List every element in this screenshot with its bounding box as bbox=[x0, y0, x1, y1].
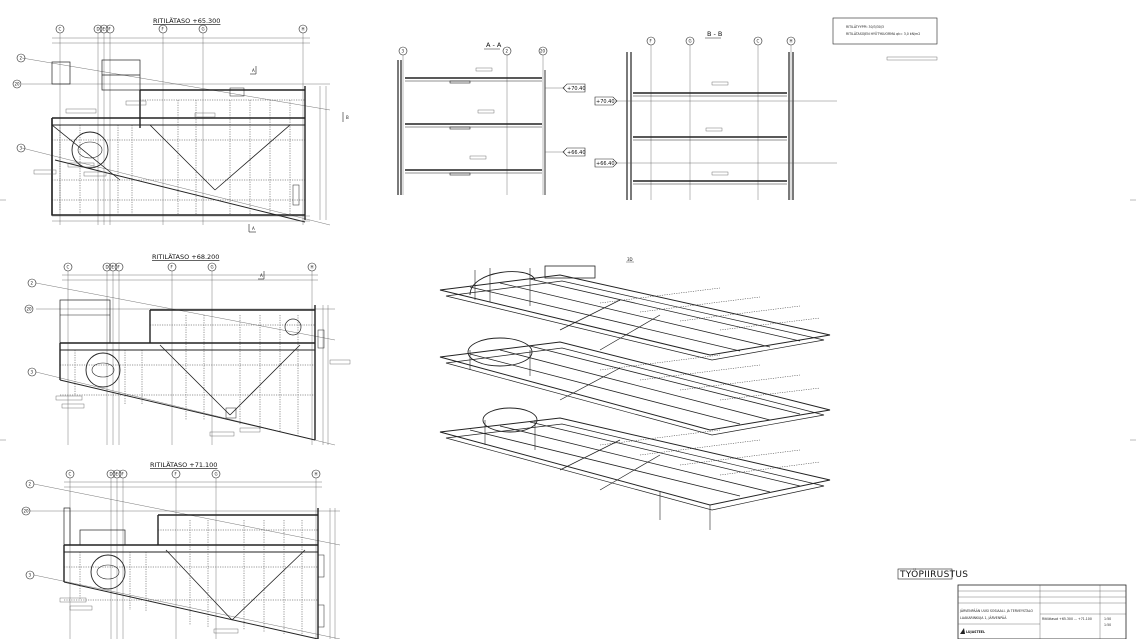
svg-text:TYÖPIIRUSTUS: TYÖPIIRUSTUS bbox=[899, 569, 968, 580]
level-tag-b-bottom: +66.40 bbox=[594, 158, 618, 168]
svg-text:3: 3 bbox=[29, 573, 32, 578]
grid-bubble-2: 2 bbox=[20, 56, 23, 61]
svg-text:2: 2 bbox=[506, 49, 509, 54]
svg-text:20: 20 bbox=[540, 49, 546, 54]
plan-view-2: RITILÄTASO +68.200 C D E F F G H bbox=[24, 252, 351, 446]
svg-text:F: F bbox=[171, 265, 174, 270]
svg-text:RITILÄTASOJEN HYÖTYKUORMA qk=: RITILÄTASOJEN HYÖTYKUORMA qk= 3,0 kN/m2 bbox=[846, 31, 920, 36]
scale-a: 1:50 bbox=[1104, 617, 1111, 621]
isometric-3d-view: 3D bbox=[439, 257, 831, 530]
plan-3-grid-lines: C D E F F G H 2 20 3 bbox=[21, 469, 341, 639]
svg-text:2: 2 bbox=[31, 281, 34, 286]
svg-text:F: F bbox=[118, 265, 121, 270]
svg-text:+70.40: +70.40 bbox=[596, 99, 615, 105]
svg-text:D: D bbox=[106, 265, 109, 270]
plan-title-1: RITILÄTASO +65.300 bbox=[153, 16, 220, 25]
svg-text:G: G bbox=[211, 265, 214, 270]
plan-view-3: RITILÄTASO +71.100 C D E F F G H bbox=[21, 460, 341, 639]
svg-text:E: E bbox=[116, 472, 119, 477]
svg-text:E: E bbox=[112, 265, 115, 270]
section-view-b-b: B - B F G C H +70.40 +66.40 bbox=[594, 30, 837, 200]
svg-text:20: 20 bbox=[24, 509, 30, 514]
grid-bubble-20: 20 bbox=[15, 82, 21, 87]
work-drawing-stamp: TYÖPIIRUSTUS bbox=[897, 568, 968, 580]
level-2-frame-3d bbox=[439, 337, 831, 436]
drawing-name: Ritilätasot +65.300 ... +71.100 bbox=[1042, 617, 1092, 621]
svg-text:H: H bbox=[315, 472, 318, 477]
svg-text:D: D bbox=[110, 472, 113, 477]
svg-text:G: G bbox=[689, 39, 692, 44]
level-1-frame-3d bbox=[439, 265, 831, 361]
svg-text:3: 3 bbox=[402, 49, 405, 54]
section-title-b-b: B - B bbox=[707, 30, 722, 38]
svg-text:G: G bbox=[215, 472, 218, 477]
plan-1-grid-lines: C D E F F G H 2 20 3 bbox=[12, 24, 331, 226]
grid-bubble-f: F bbox=[162, 27, 165, 32]
section-view-a-a: A - A 3 2 20 +70.40 +66.40 bbox=[397, 41, 586, 195]
section-mark-a-plan2: A bbox=[258, 271, 265, 280]
svg-text:F: F bbox=[650, 39, 653, 44]
section-mark-a-top: A bbox=[250, 66, 257, 75]
scale-b: 1:50 bbox=[1104, 623, 1111, 627]
note-box: RITILÄTYYPPI: 30/3/30/3 RITILÄTASOJEN HY… bbox=[832, 17, 938, 61]
level-3-frame-3d bbox=[439, 407, 831, 530]
svg-text:H: H bbox=[311, 265, 314, 270]
level-tag-a-bottom: +66.40 bbox=[562, 147, 586, 157]
svg-text:3: 3 bbox=[31, 370, 34, 375]
plan-view-1: RITILÄTASO +65.300 C D E F F G H bbox=[12, 16, 349, 233]
svg-text:C: C bbox=[67, 265, 70, 270]
company-logo-icon bbox=[960, 628, 965, 634]
grid-bubble-d: D bbox=[97, 27, 100, 32]
svg-text:+70.40: +70.40 bbox=[567, 86, 586, 92]
plan-title-3: RITILÄTASO +71.100 bbox=[150, 460, 217, 469]
grid-bubble-e: E bbox=[103, 27, 106, 32]
section-mark-a-bottom: A bbox=[248, 224, 256, 233]
grid-bubble-f-left: F bbox=[109, 27, 112, 32]
plan-2-grid-lines: C D E F F G H 2 20 3 bbox=[24, 262, 336, 446]
grid-bubble-g: G bbox=[202, 27, 205, 32]
grid-bubble-3: 3 bbox=[20, 146, 23, 151]
svg-text:A: A bbox=[252, 68, 255, 73]
plan-1-structure bbox=[51, 59, 306, 223]
project-address: LAAKARINKUJA 1, JÄRVENPÄÄ bbox=[960, 615, 1007, 620]
grid-bubble-c: C bbox=[59, 27, 62, 32]
view-3d-label: 3D bbox=[627, 257, 633, 262]
project-name: JÄRVENPÄÄN UUSI SOSIAALI- JA TERVEYSTALO bbox=[959, 608, 1033, 613]
svg-text:2: 2 bbox=[29, 482, 32, 487]
svg-text:A: A bbox=[260, 273, 263, 278]
plan-title-2: RITILÄTASO +68.200 bbox=[152, 252, 219, 261]
title-block: JÄRVENPÄÄN UUSI SOSIAALI- JA TERVEYSTALO… bbox=[957, 584, 1127, 639]
plan-3-structure bbox=[63, 507, 325, 639]
level-tag-b-top: +70.40 bbox=[594, 96, 618, 106]
svg-text:RITILÄTYYPPI: 30/3/30/3: RITILÄTYYPPI: 30/3/30/3 bbox=[846, 24, 884, 29]
svg-text:C: C bbox=[69, 472, 72, 477]
section-mark-b: B bbox=[342, 112, 349, 122]
svg-text:B: B bbox=[346, 115, 349, 120]
svg-text:C: C bbox=[757, 39, 760, 44]
company-logo-text: LUJASTEEL bbox=[966, 630, 985, 634]
svg-text:20: 20 bbox=[27, 307, 33, 312]
svg-text:A: A bbox=[252, 226, 255, 231]
grid-bubble-h: H bbox=[302, 27, 305, 32]
svg-text:F: F bbox=[175, 472, 178, 477]
plan-2-structure bbox=[59, 299, 325, 441]
svg-text:+66.40: +66.40 bbox=[567, 150, 586, 156]
section-title-a-a: A - A bbox=[486, 41, 502, 49]
level-tag-a-top: +70.40 bbox=[562, 83, 586, 93]
svg-text:+66.40: +66.40 bbox=[596, 161, 615, 167]
svg-text:H: H bbox=[790, 39, 793, 44]
svg-text:F: F bbox=[122, 472, 125, 477]
